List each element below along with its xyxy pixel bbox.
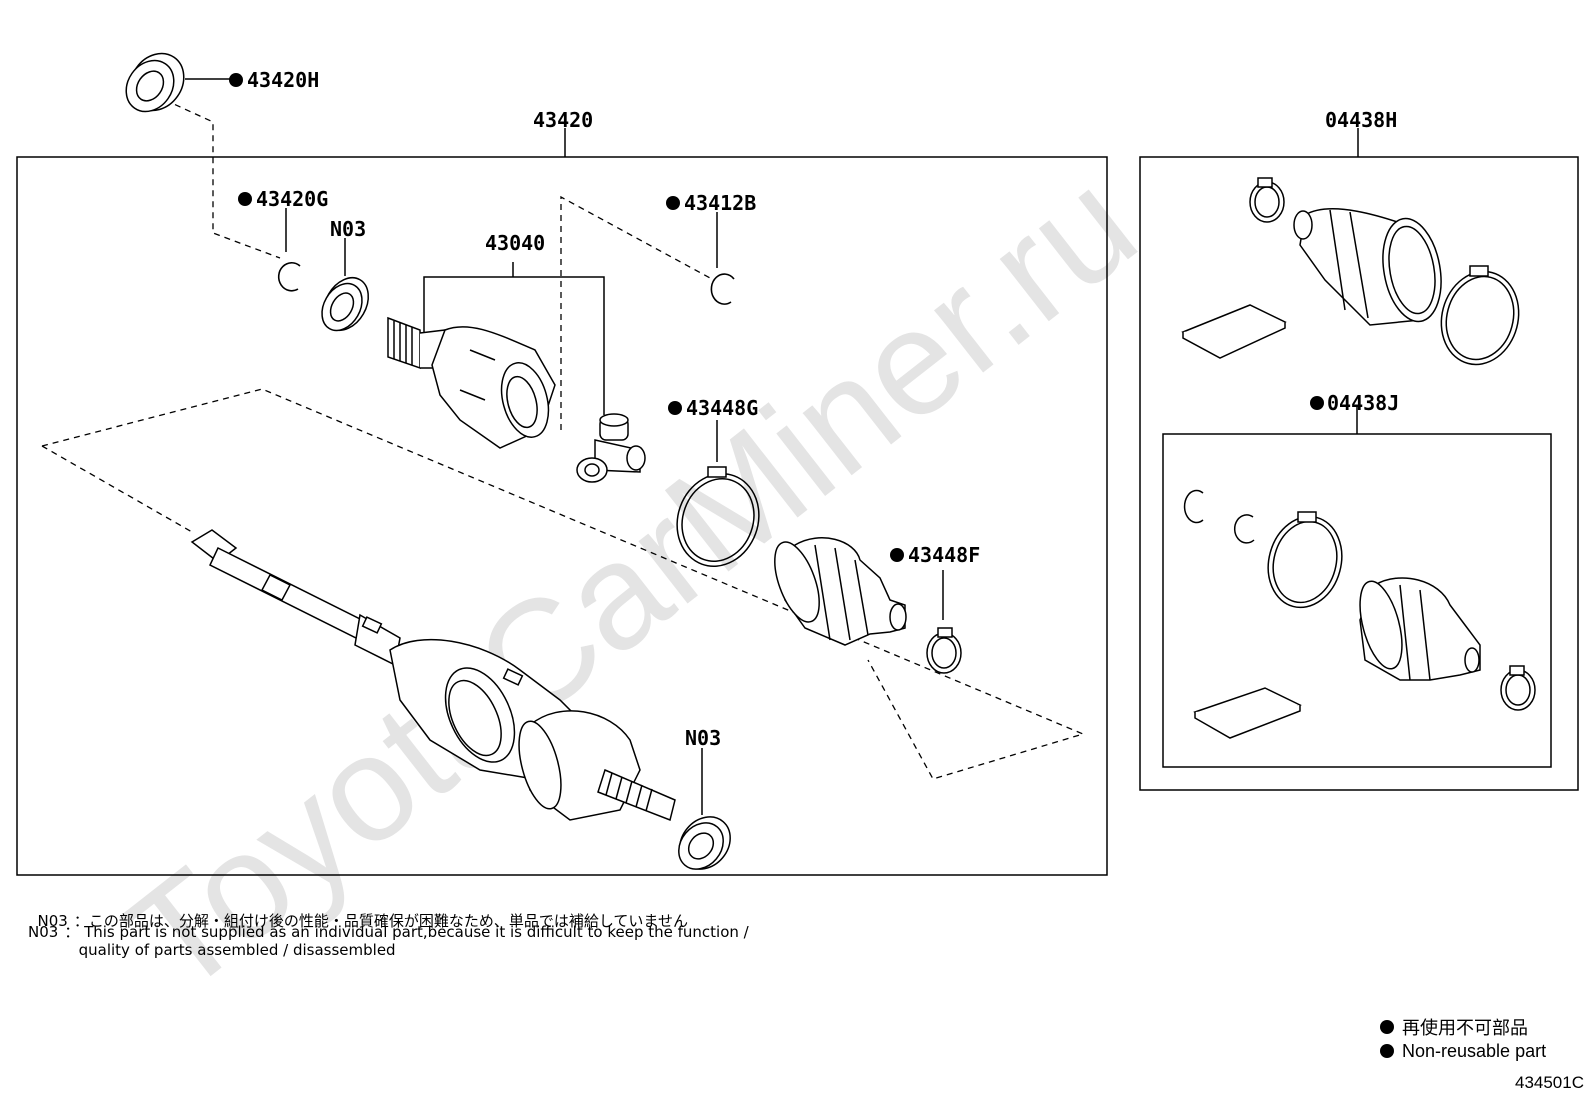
legend-jp: 再使用不可部品 — [1402, 1018, 1528, 1038]
label-43448F: 43448F — [908, 543, 980, 567]
snap-ring-43412B-icon — [710, 273, 735, 305]
frame-04438H — [1139, 156, 1579, 791]
label-n03-bottom: N03 — [685, 726, 721, 750]
label-43420: 43420 — [533, 108, 593, 132]
figure-number: 434501C — [1514, 1073, 1584, 1092]
inboard-boot-icon — [774, 537, 907, 646]
label-n03-top: N03 — [330, 217, 366, 241]
drive-shaft-icon — [190, 529, 676, 822]
inboard-joint-43040-icon — [387, 316, 556, 449]
label-43420G: 43420G — [256, 187, 328, 211]
bullet-icon — [1380, 1044, 1394, 1058]
note-jp-text: ：この部品は、分解・組付け後の性能・品質確保が困難なため、単品では補給していませ… — [73, 912, 688, 930]
boot-kit-04438J-icon — [1183, 489, 1536, 739]
label-04438H: 04438H — [1325, 108, 1397, 132]
note-en: N03 ： This part is not supplied as an ind… — [28, 923, 749, 959]
note-jp-code: N03 — [37, 912, 68, 930]
frame-43420 — [16, 156, 1108, 876]
washer-n03-bottom-icon — [678, 816, 731, 870]
label-43448G: 43448G — [686, 396, 758, 420]
note-en-text: ： This part is not supplied as an indivi… — [64, 923, 749, 959]
label-43040: 43040 — [485, 231, 545, 255]
snap-ring-43420G-icon — [277, 261, 301, 292]
label-04438J: 04438J — [1327, 391, 1399, 415]
label-43420H: 43420H — [247, 68, 319, 92]
clamp-43448F-icon — [926, 627, 962, 674]
tripod-icon — [576, 413, 646, 483]
legend-en: Non-reusable part — [1402, 1040, 1547, 1061]
bullet-icon — [1380, 1020, 1394, 1034]
note-en-code: N03 — [28, 923, 59, 941]
label-43412B: 43412B — [684, 191, 756, 215]
boot-kit-04438H-icon — [1181, 177, 1520, 366]
clamp-43448G-icon — [676, 466, 760, 567]
seal-43420H-icon — [125, 52, 185, 113]
note-jp: N03 ：この部品は、分解・組付け後の性能・品質確保が困難なため、単品では補給して… — [28, 894, 688, 930]
non-reusable-markers — [229, 73, 1324, 562]
legend: 再使用不可部品 Non-reusable part — [1380, 1015, 1546, 1063]
washer-n03-top-icon — [321, 277, 370, 332]
